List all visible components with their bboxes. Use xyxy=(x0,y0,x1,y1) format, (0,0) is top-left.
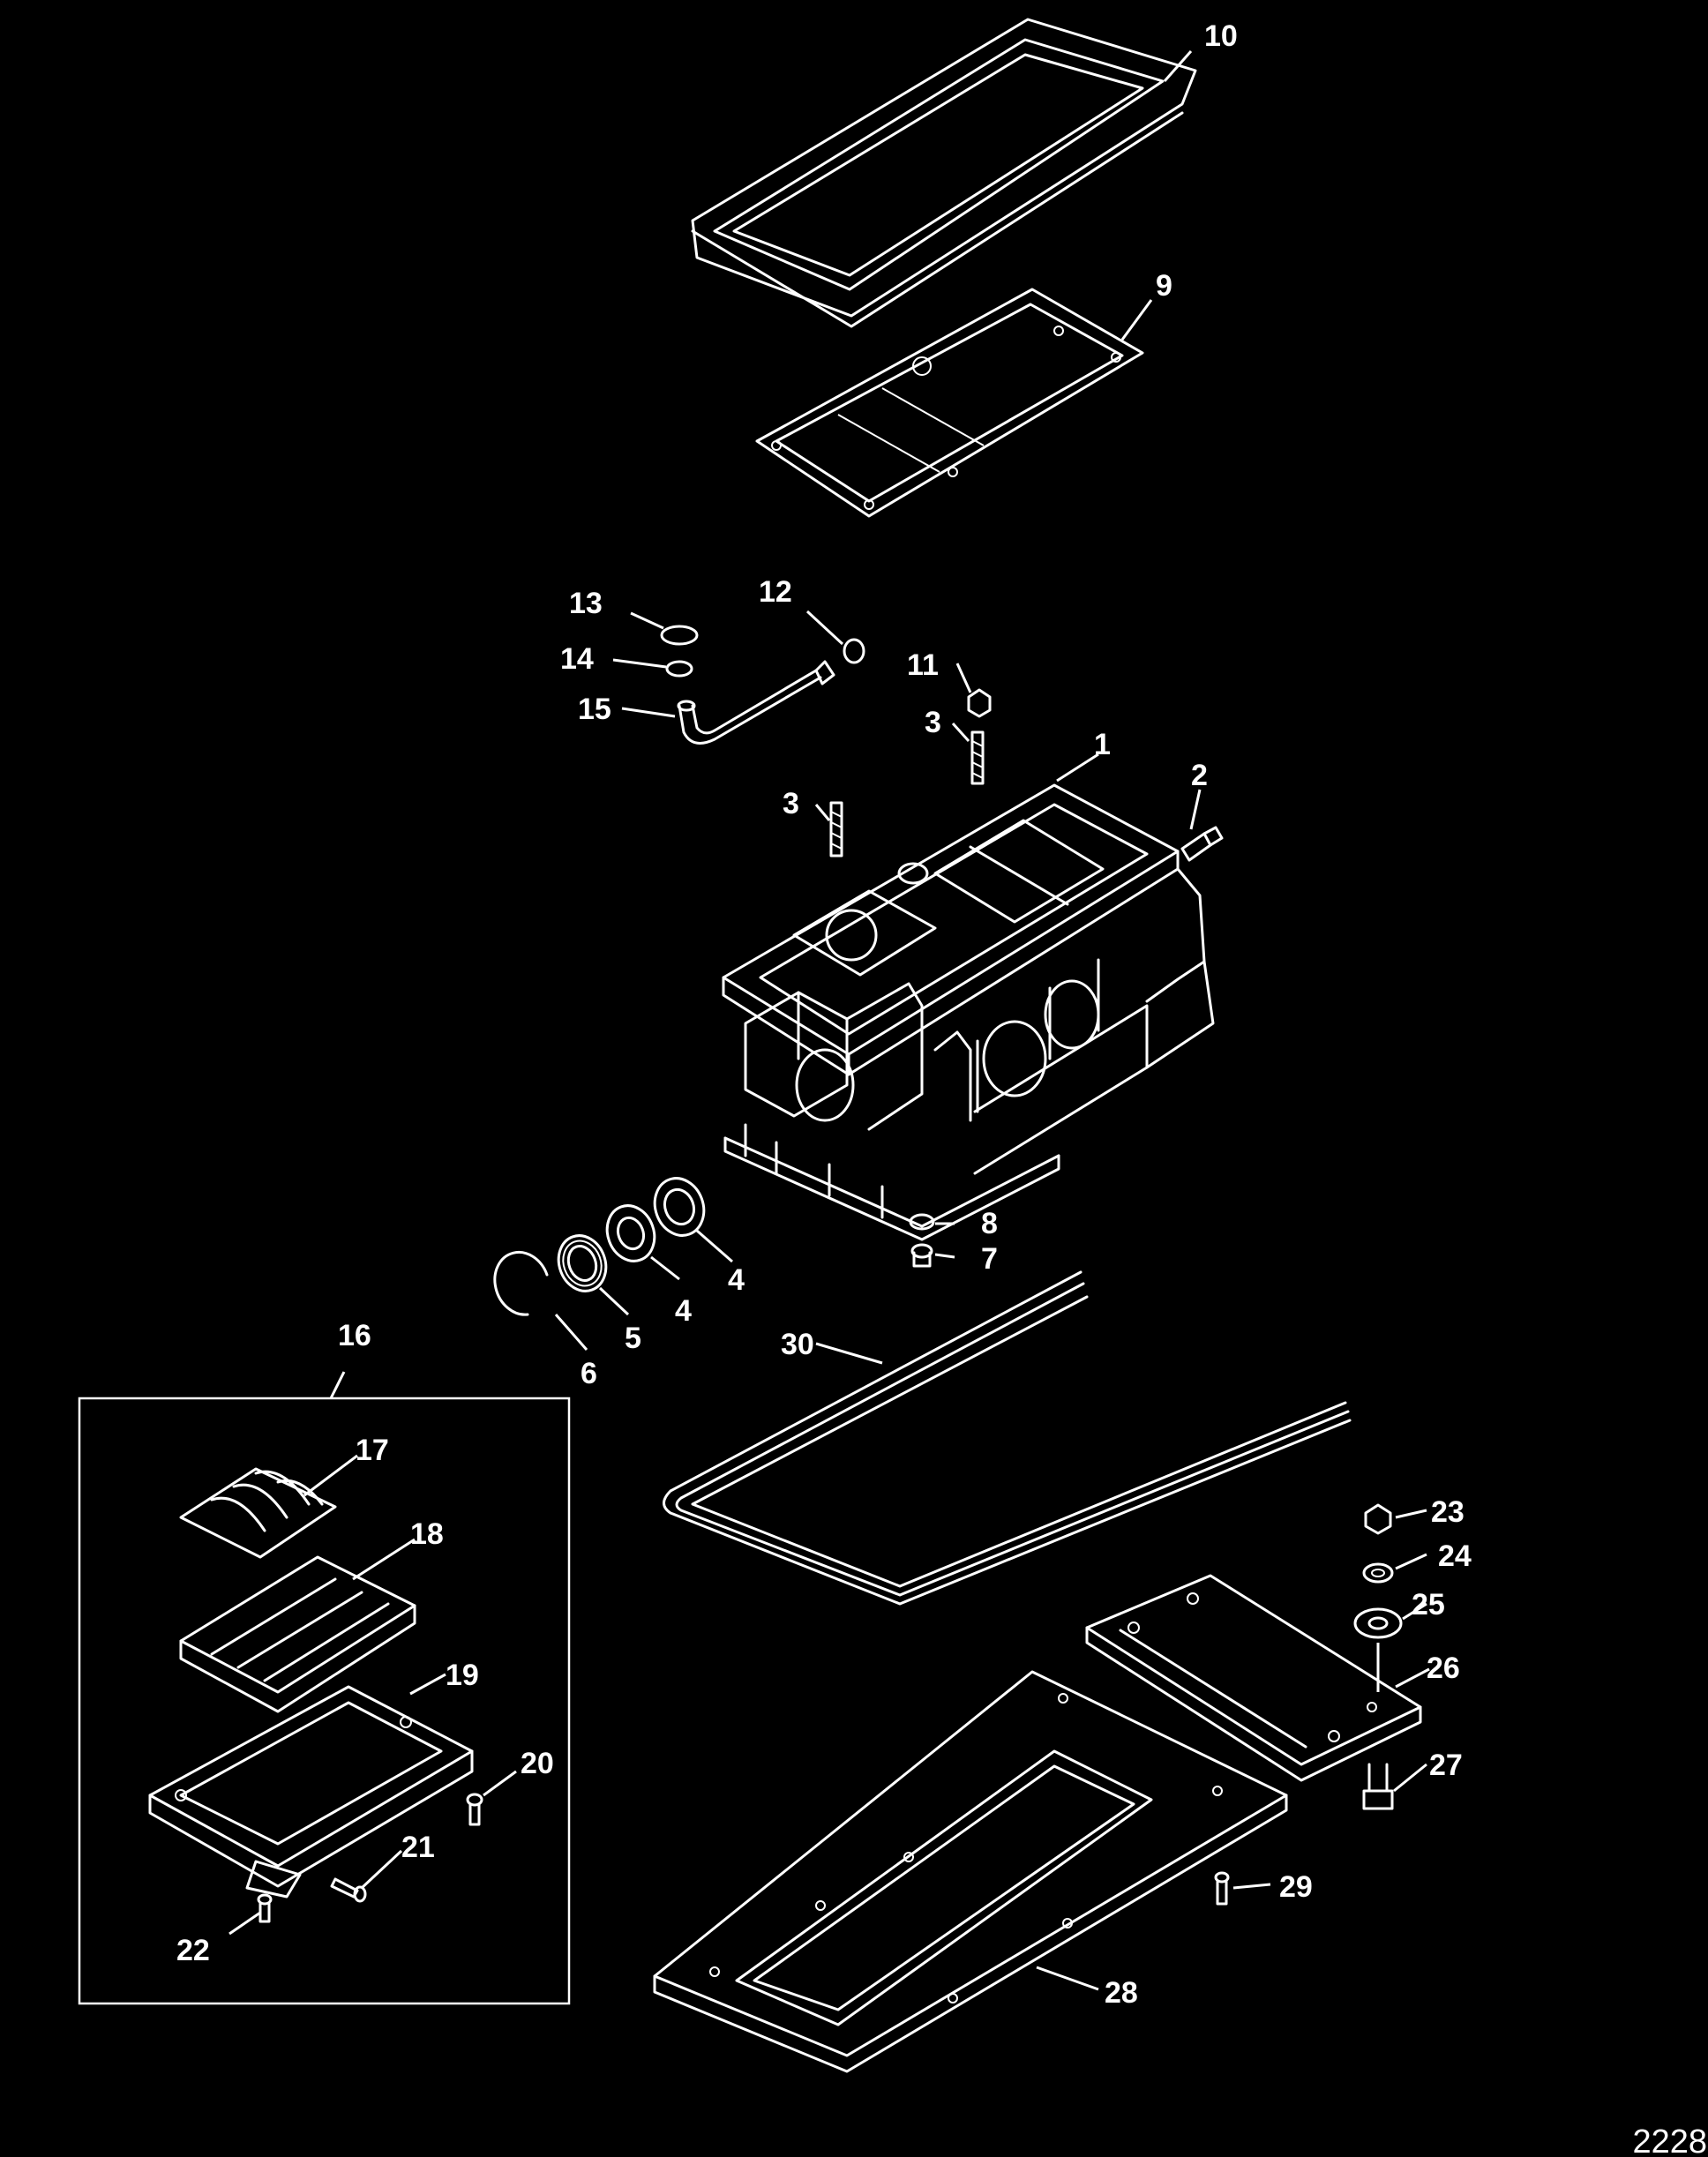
callout-labels: 10 9 13 12 14 15 11 3 1 2 3 8 7 4 4 5 6 … xyxy=(176,19,1472,2010)
part-22-screw xyxy=(257,1893,273,1923)
part-3-stud-upper xyxy=(970,730,985,785)
callout-25: 25 xyxy=(1412,1588,1445,1621)
part-7-plug xyxy=(910,1243,933,1268)
callout-4-right: 4 xyxy=(728,1263,745,1297)
part-30-seal-strip xyxy=(663,1270,1352,1606)
callout-26: 26 xyxy=(1427,1651,1460,1685)
part-25-washer xyxy=(1353,1607,1403,1639)
part-8-washer xyxy=(909,1213,935,1231)
part-12-o-ring xyxy=(843,638,865,664)
callout-15: 15 xyxy=(578,693,611,726)
callout-12: 12 xyxy=(759,575,792,609)
part-13-o-ring xyxy=(660,625,699,646)
callout-19: 19 xyxy=(446,1659,479,1692)
callout-23: 23 xyxy=(1431,1495,1465,1529)
part-10-frame xyxy=(691,18,1197,328)
part-26-plate xyxy=(1085,1574,1422,1782)
callout-24: 24 xyxy=(1438,1539,1472,1573)
callout-1: 1 xyxy=(1094,728,1111,761)
callout-29: 29 xyxy=(1279,1870,1313,1904)
part-11-nut xyxy=(967,688,992,718)
callout-30: 30 xyxy=(781,1328,814,1361)
callout-8: 8 xyxy=(981,1207,998,1240)
callout-17: 17 xyxy=(356,1434,389,1467)
part-14-o-ring xyxy=(665,660,693,678)
part-9-gasket xyxy=(755,288,1144,518)
part-23-nut xyxy=(1364,1503,1392,1535)
callout-11: 11 xyxy=(907,648,939,682)
part-20-screw xyxy=(466,1793,483,1826)
callout-21: 21 xyxy=(401,1831,435,1864)
callout-22: 22 xyxy=(176,1934,210,1967)
leader-lines xyxy=(228,50,1430,1991)
part-17-reed-stop xyxy=(179,1467,337,1559)
callout-2: 2 xyxy=(1191,759,1208,792)
part-15-tube xyxy=(677,660,835,745)
part-16-kit-inset xyxy=(78,1371,571,2005)
part-18-reed-block xyxy=(179,1555,416,1713)
callout-16: 16 xyxy=(338,1319,371,1352)
part-29-screw xyxy=(1214,1871,1230,1906)
drawing-reference-number: 2228 xyxy=(1632,2123,1707,2157)
part-27-bolt xyxy=(1362,1763,1394,1810)
callout-7: 7 xyxy=(981,1242,998,1276)
part-21-screw xyxy=(330,1877,367,1903)
callout-18: 18 xyxy=(410,1517,444,1551)
part-1-housing xyxy=(722,783,1215,1241)
callout-5: 5 xyxy=(625,1322,641,1355)
callout-9: 9 xyxy=(1156,269,1172,303)
callout-6: 6 xyxy=(581,1357,597,1390)
callout-28: 28 xyxy=(1105,1976,1138,2010)
callout-3-left: 3 xyxy=(783,787,799,820)
part-6-retaining-ring xyxy=(493,1251,549,1316)
part-19-cage xyxy=(148,1685,474,1899)
part-2-fitting xyxy=(1180,826,1224,862)
part-5-bearing xyxy=(557,1234,608,1292)
callout-27: 27 xyxy=(1429,1749,1463,1782)
callout-20: 20 xyxy=(521,1747,554,1780)
part-4-seal-outer xyxy=(653,1177,706,1237)
callout-10: 10 xyxy=(1204,19,1238,53)
callout-4-left: 4 xyxy=(675,1294,692,1328)
callout-14: 14 xyxy=(560,642,594,676)
callout-13: 13 xyxy=(569,587,603,620)
part-24-washer xyxy=(1362,1562,1394,1584)
part-4-seal-inner xyxy=(605,1204,656,1262)
part-28-base-plate xyxy=(653,1670,1288,2073)
part-3-stud-left xyxy=(829,801,843,858)
callout-3-upper: 3 xyxy=(925,706,941,739)
